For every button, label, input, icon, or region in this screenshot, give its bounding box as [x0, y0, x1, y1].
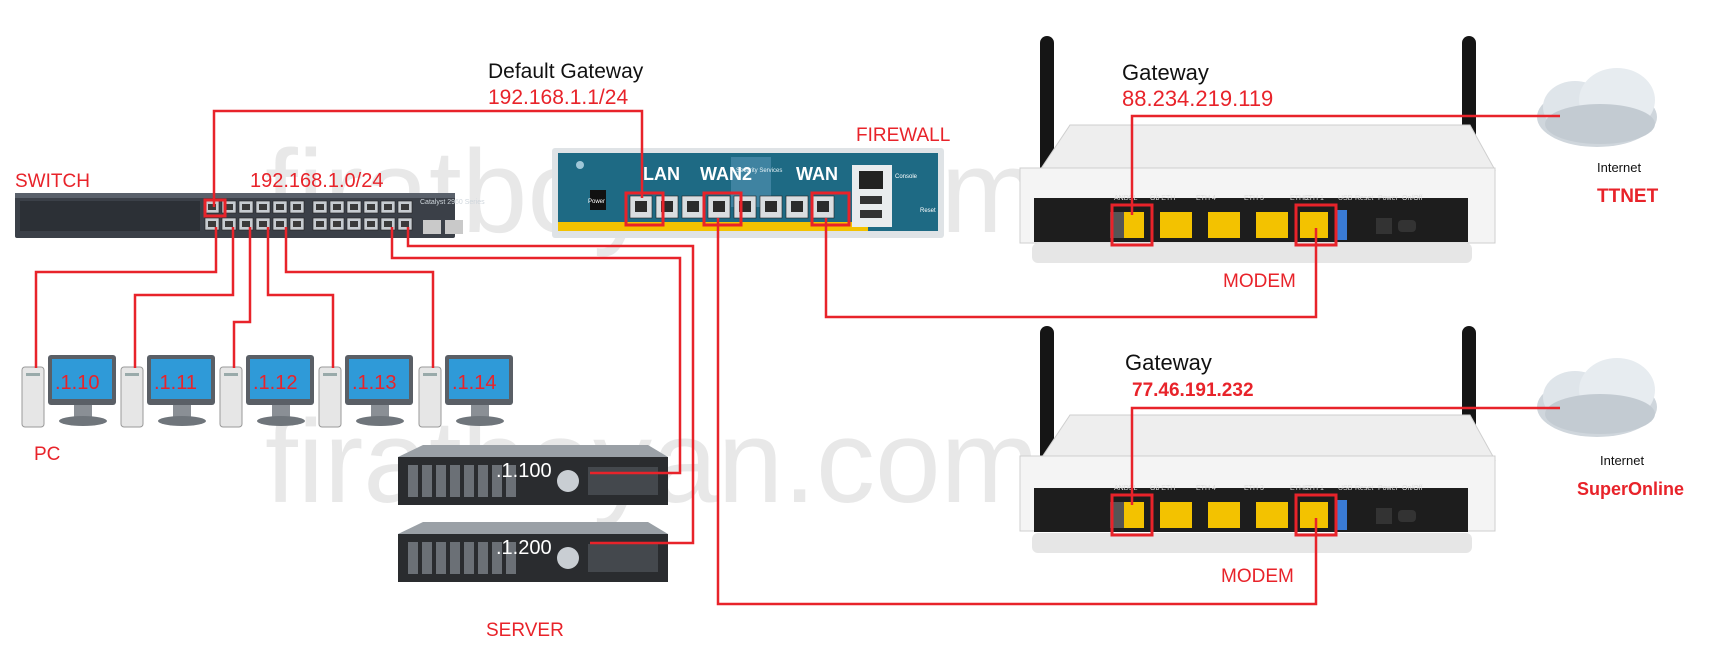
fw-console-label: Console: [895, 174, 918, 180]
server-label: SERVER: [486, 620, 564, 641]
modem-port-label: On/Off: [1402, 195, 1423, 202]
modem-port-label: ETH 2: [1290, 485, 1310, 492]
network-links: [34, 109, 1560, 606]
link-pc-12: [232, 227, 252, 368]
default-gateway-label: Default Gateway: [488, 60, 644, 83]
server-ip-label: .1.200: [496, 537, 552, 559]
modem-port-label: ETH 1: [1304, 485, 1324, 492]
pc-ip-label: .1.10: [55, 372, 99, 394]
pc-node: .1.14: [418, 355, 513, 428]
gateway1-label: Gateway: [1122, 60, 1209, 85]
link-pc-13: [266, 227, 335, 368]
switch-subnet: 192.168.1.0/24: [250, 170, 383, 192]
router-icon: [1019, 36, 1496, 263]
modem-port-label: USB: [1338, 195, 1353, 202]
fw-wan2-label: WAN2: [700, 164, 752, 184]
default-gateway-ip: 192.168.1.1/24: [488, 86, 628, 109]
server-icon: [398, 522, 668, 582]
isp1-label: TTNET: [1597, 186, 1659, 207]
gateway2-label: Gateway: [1125, 350, 1212, 375]
modem-port-label: Reset: [1355, 195, 1373, 202]
internet2-label: Internet: [1600, 453, 1644, 468]
link-switch-firewall-lan: [212, 109, 644, 207]
modem-port-label: ETH 1: [1304, 195, 1324, 202]
pc-node: .1.11: [120, 355, 215, 428]
modem-port-label: ETH 2: [1290, 195, 1310, 202]
link-pc-10: [34, 227, 218, 368]
modem-port-label: ETH 3: [1244, 195, 1264, 202]
modem-port-label: ANDSL: [1114, 195, 1137, 202]
switch-icon: [15, 193, 463, 238]
modem-port-label: Power: [1378, 195, 1399, 202]
pc-node: .1.12: [219, 355, 314, 428]
modem-port-label: Power: [1378, 485, 1399, 492]
monitor-icon: [120, 355, 215, 428]
internet1-label: Internet: [1597, 160, 1641, 175]
cloud-icon: [1537, 68, 1657, 147]
server-ip-label: .1.100: [496, 460, 552, 482]
link-server-200: [406, 227, 695, 545]
server-icon: [398, 445, 668, 505]
modem-port-label: Gb ETH: [1150, 195, 1175, 202]
gateway1-ip: 88.234.219.119: [1122, 86, 1273, 111]
link-modem1-ttnet: [1130, 114, 1560, 215]
server-node: .1.100: [398, 445, 668, 505]
switch-model-label: Catalyst 2960 Series: [420, 199, 485, 206]
pc-label: PC: [34, 444, 60, 465]
cloud-icon: [1537, 358, 1657, 437]
modem-port-label: ETH 3: [1244, 485, 1264, 492]
link-modem2-superonline: [1130, 406, 1560, 505]
fw-lan-label: LAN: [643, 164, 680, 184]
modem-port-label: ETH 4: [1196, 485, 1216, 492]
modem-port-label: On/Off: [1402, 485, 1423, 492]
switch-label: SWITCH: [15, 171, 90, 192]
pc-node: .1.13: [318, 355, 413, 428]
modem-port-label: ANDSL: [1114, 485, 1137, 492]
highlight-boxes: [203, 191, 1338, 537]
pc-ip-label: .1.14: [452, 372, 496, 394]
monitor-icon: [418, 355, 513, 428]
modem-port-label: USB: [1338, 485, 1353, 492]
firewall-label: FIREWALL: [856, 125, 950, 146]
modem1-label: MODEM: [1223, 271, 1296, 292]
modem-port-label: Reset: [1355, 485, 1373, 492]
link-pc-11: [133, 227, 235, 368]
fw-reset-label: Reset: [920, 208, 936, 214]
pc-ip-label: .1.11: [154, 372, 197, 394]
fw-wan-label: WAN: [796, 164, 838, 184]
monitor-icon: [21, 355, 116, 428]
link-wan-modem1: [824, 218, 1318, 319]
link-pc-14: [284, 227, 435, 368]
modem-port-label: ETH 4: [1196, 195, 1216, 202]
monitor-icon: [318, 355, 413, 428]
pc-ip-label: .1.13: [352, 372, 396, 394]
pc-node: .1.10: [21, 355, 116, 428]
monitor-icon: [219, 355, 314, 428]
fw-badge: Security Services: [736, 168, 782, 174]
link-wan2-modem2: [716, 218, 1318, 606]
modem2-label: MODEM: [1221, 566, 1294, 587]
firewall-icon: [552, 148, 944, 238]
pc-ip-label: .1.12: [253, 372, 297, 394]
modem-port-label: Gb ETH: [1150, 485, 1175, 492]
gateway2-ip: 77.46.191.232: [1132, 380, 1254, 401]
link-server-100: [390, 227, 682, 475]
isp2-label: SuperOnline: [1577, 479, 1684, 499]
fw-power-label: Power: [588, 199, 605, 205]
router-icon: [1019, 326, 1496, 553]
server-node: .1.200: [398, 522, 668, 582]
